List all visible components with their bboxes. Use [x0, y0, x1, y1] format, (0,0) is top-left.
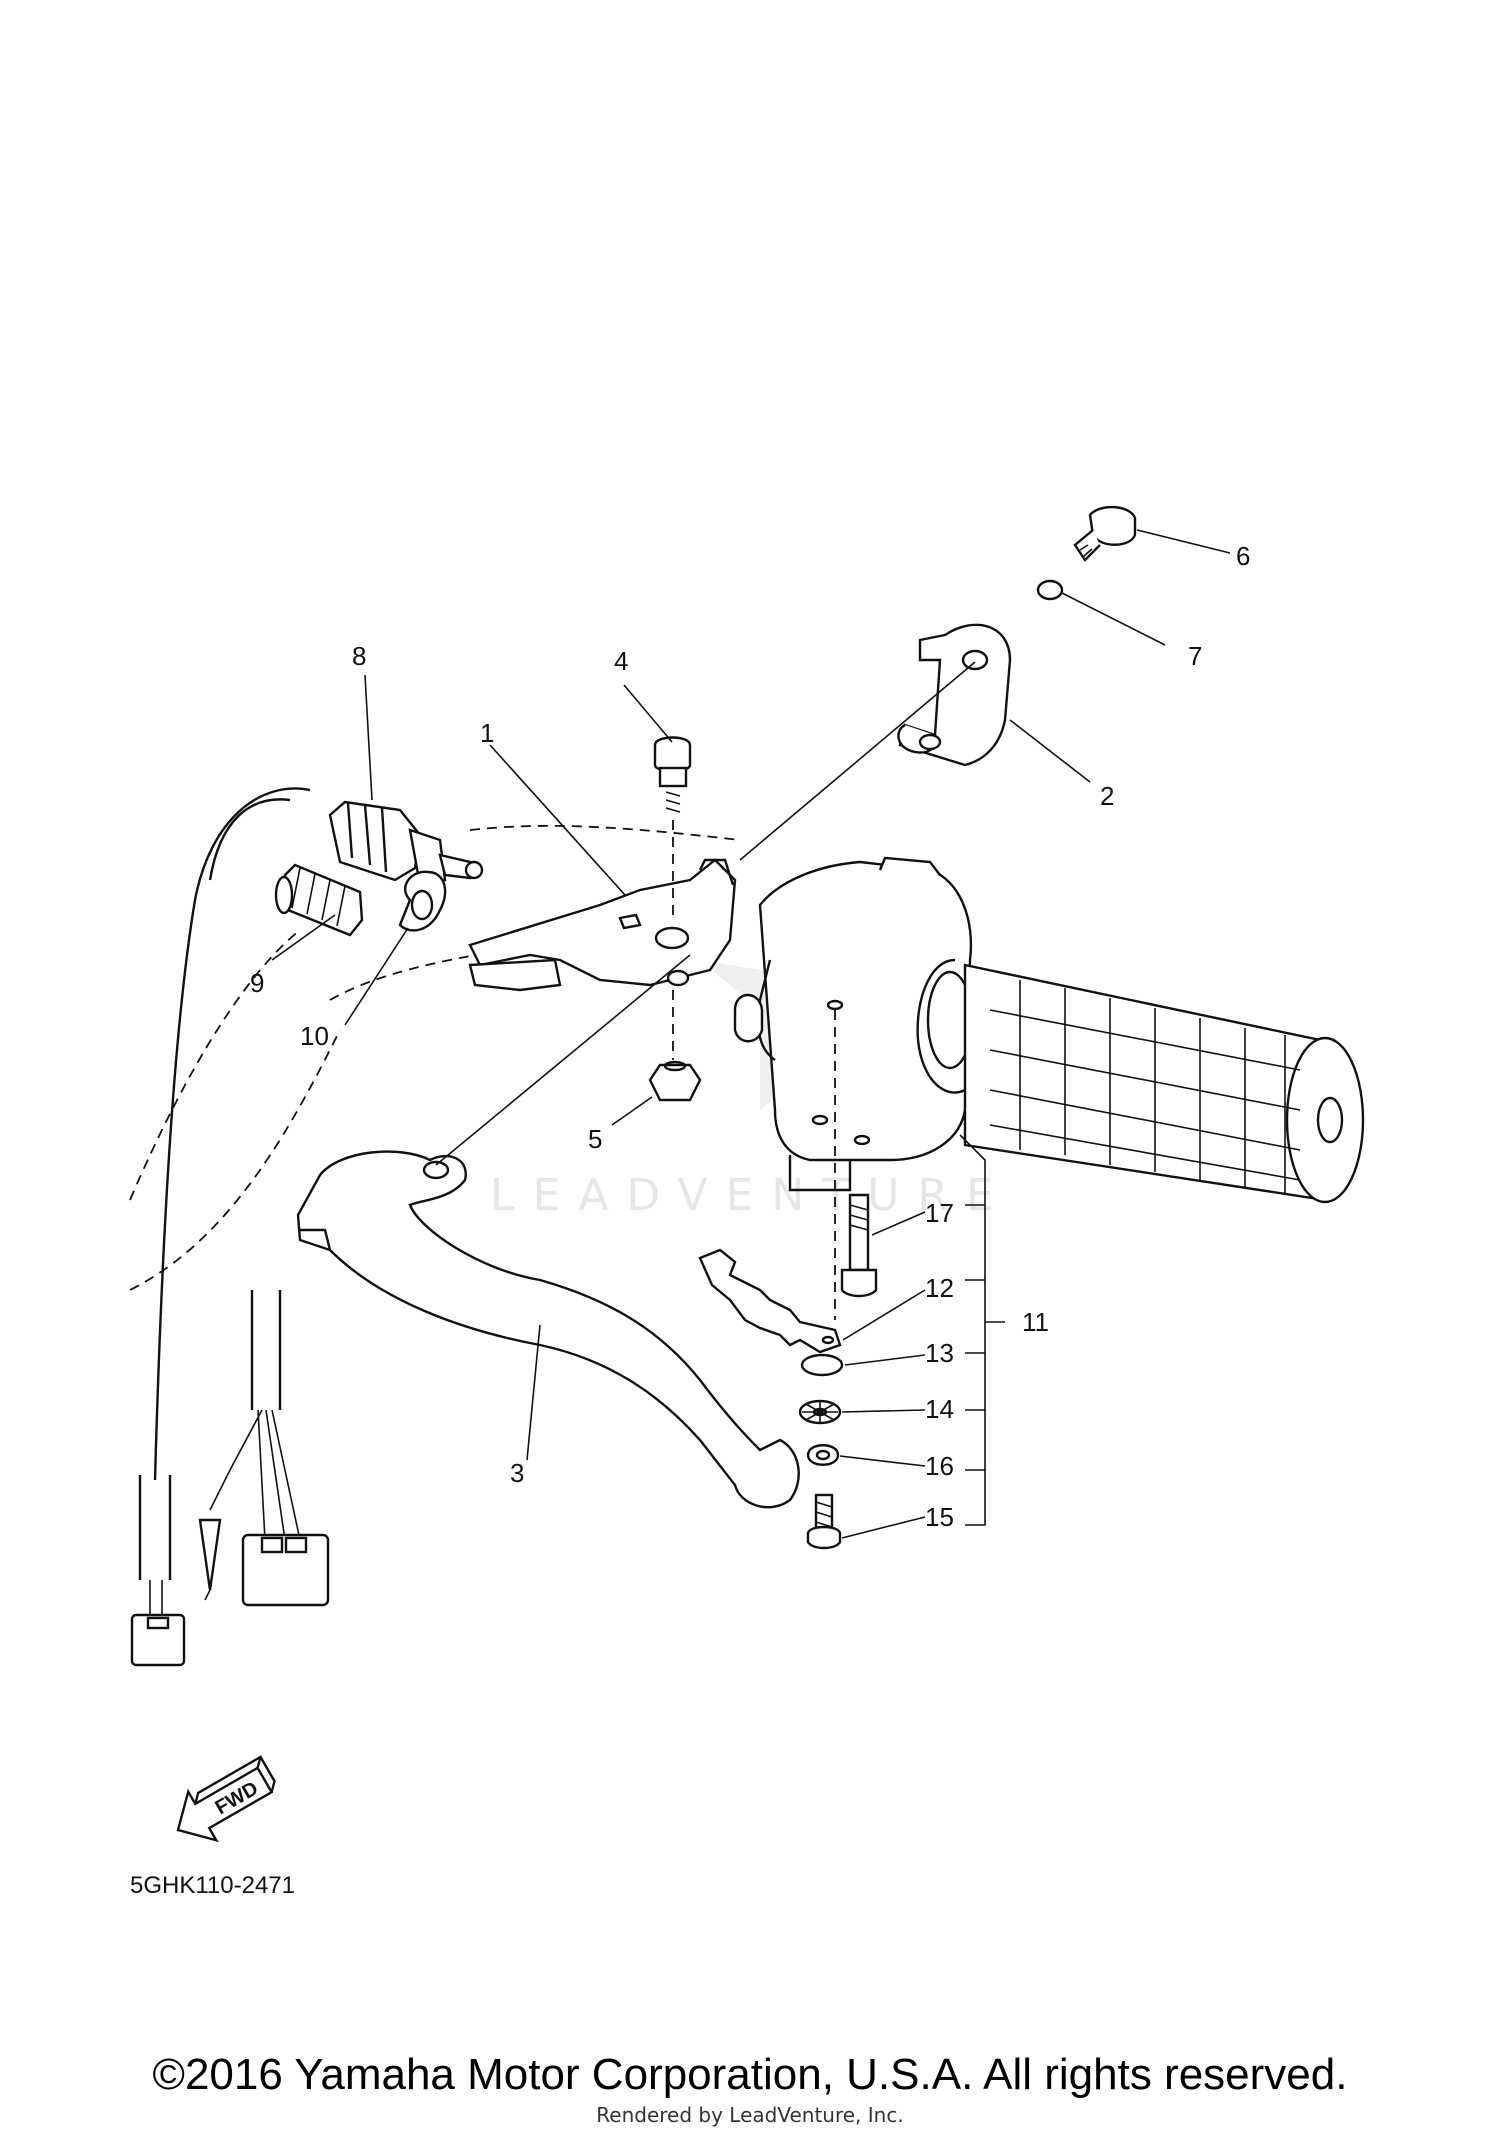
pivot-bolt — [653, 736, 692, 920]
callout-12: 12 — [925, 1273, 954, 1303]
callout-15: 15 — [925, 1502, 954, 1532]
fwd-arrow-icon: FWD — [176, 1755, 276, 1843]
locknut — [398, 870, 447, 932]
callout-bracket-11 — [959, 1134, 1005, 1526]
callout-4: 4 — [614, 646, 628, 676]
lever-holder — [468, 858, 737, 992]
long-bolt — [840, 1193, 878, 1298]
leader-lines — [271, 529, 1231, 1539]
brake-lever — [296, 954, 800, 1509]
callout-1: 1 — [480, 718, 494, 748]
watermark-text: LEADVENTURE — [490, 1170, 1012, 1221]
part-code: 5GHK110-2471 — [130, 1872, 295, 1899]
callout-7: 7 — [1188, 641, 1202, 671]
switch-bracket — [698, 1248, 842, 1354]
callout-8: 8 — [352, 641, 366, 671]
wire-harness — [130, 787, 330, 1667]
callout-11: 11 — [1022, 1307, 1049, 1337]
star-washer — [798, 1399, 842, 1425]
callout-3: 3 — [510, 1458, 524, 1488]
rendered-by-notice: Rendered by LeadVenture, Inc. — [596, 2103, 904, 2127]
callout-13: 13 — [925, 1338, 954, 1368]
lever-nut — [648, 990, 702, 1102]
small-screw — [806, 1493, 842, 1550]
switch-part — [328, 800, 484, 887]
callout-2: 2 — [1100, 781, 1114, 811]
callout-5: 5 — [588, 1124, 602, 1154]
plain-washer — [800, 1353, 844, 1377]
callout-9: 9 — [250, 968, 264, 998]
switch-housing — [733, 856, 974, 1320]
clamp-screw — [1073, 505, 1137, 562]
lock-washer — [1036, 579, 1064, 601]
adjuster-bolt — [274, 863, 364, 937]
callout-labels: 1 2 3 4 5 6 7 8 9 10 11 12 13 14 15 16 1… — [250, 541, 1250, 1532]
spring-washer — [806, 1444, 840, 1466]
callout-14: 14 — [925, 1394, 954, 1424]
handlebar-grip — [963, 963, 1365, 1204]
callout-6: 6 — [1236, 541, 1250, 571]
copyright-notice: ©2016 Yamaha Motor Corporation, U.S.A. A… — [152, 2050, 1348, 2099]
callout-10: 10 — [300, 1021, 329, 1051]
callout-17: 17 — [925, 1198, 954, 1228]
clamp — [739, 623, 1012, 861]
callout-16: 16 — [925, 1451, 954, 1481]
